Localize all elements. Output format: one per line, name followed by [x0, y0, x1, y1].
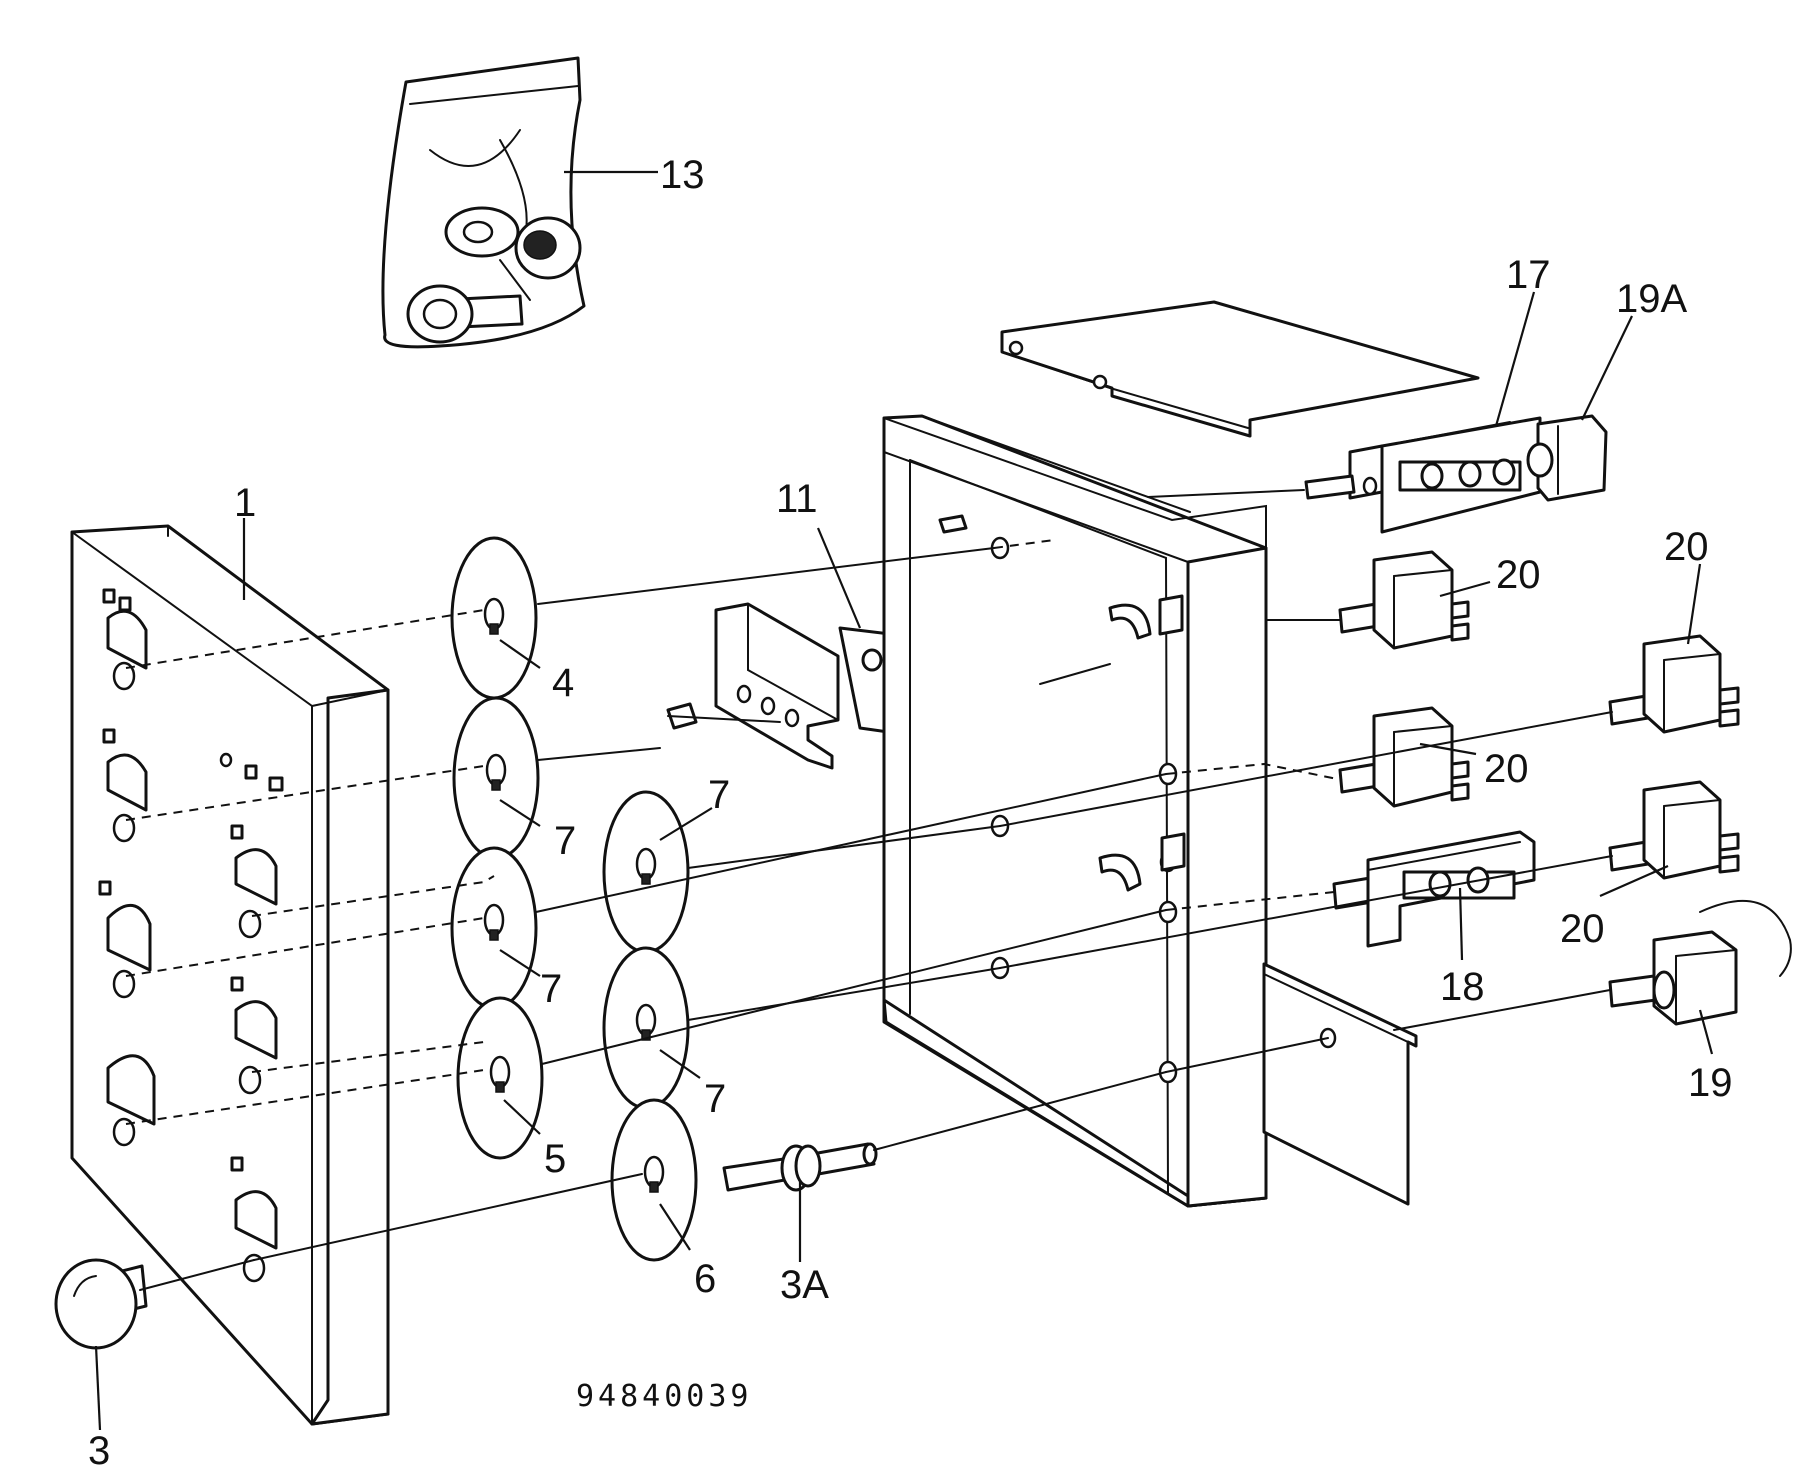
drawing-number: 94840039 — [576, 1379, 753, 1414]
callout-17: 17 — [1506, 253, 1551, 297]
dial-plate-7-upper-left — [452, 696, 540, 860]
dial-plate-7-upper-right — [602, 790, 690, 954]
dial-plate-5 — [456, 996, 544, 1160]
part-3a-spindle — [722, 1142, 878, 1192]
part-20-switch-middle — [1338, 706, 1470, 808]
part-20-switch-top — [1338, 550, 1470, 650]
callout-13: 13 — [660, 153, 705, 197]
dial-plate-7-middle-left — [450, 846, 538, 1010]
callout-11: 11 — [776, 477, 818, 521]
callout-4: 4 — [552, 661, 574, 705]
callout-7-upper-right: 7 — [708, 773, 730, 817]
part-19a-switch-module — [1526, 414, 1608, 502]
top-cover-plate — [1000, 300, 1480, 438]
callout-19: 19 — [1688, 1061, 1733, 1105]
dial-plate-6 — [610, 1098, 698, 1262]
part-3-control-knob — [54, 1258, 148, 1350]
callout-leaders — [94, 170, 1714, 1431]
callout-labels: 1 3 3A 4 5 6 7 7 7 7 11 13 17 18 19 19A … — [88, 153, 1733, 1473]
callout-6: 6 — [694, 1257, 716, 1301]
part-13-spare-knob-bag — [381, 56, 586, 349]
callout-18: 18 — [1440, 965, 1485, 1009]
dial-plate-7-lower-right — [602, 946, 690, 1110]
callout-5: 5 — [544, 1137, 566, 1181]
callout-20-right-lower: 20 — [1560, 907, 1605, 951]
dial-plate-4 — [450, 536, 538, 700]
callout-7-upper-left: 7 — [554, 819, 576, 863]
callout-20-right-upper: 20 — [1664, 525, 1709, 569]
part-17-multi-switch — [1304, 416, 1542, 534]
part-20-switch-right-lower — [1608, 780, 1740, 880]
callout-20-top: 20 — [1496, 553, 1541, 597]
callout-20-middle: 20 — [1484, 747, 1529, 791]
main-chassis-box — [882, 414, 1268, 1208]
assembly-guide-lines — [125, 489, 1613, 1291]
part-1-front-control-panel — [70, 524, 390, 1426]
callout-7-middle-left: 7 — [540, 967, 562, 1011]
callout-3a: 3A — [780, 1263, 829, 1307]
part-19-thermostat — [1608, 899, 1792, 1026]
rear-bottom-plate — [1262, 962, 1418, 1206]
callout-1: 1 — [234, 481, 256, 525]
part-20-switch-right-upper — [1608, 634, 1740, 734]
callout-19a: 19A — [1616, 277, 1687, 321]
callout-3: 3 — [88, 1429, 110, 1473]
callout-7-lower-right: 7 — [704, 1077, 726, 1121]
